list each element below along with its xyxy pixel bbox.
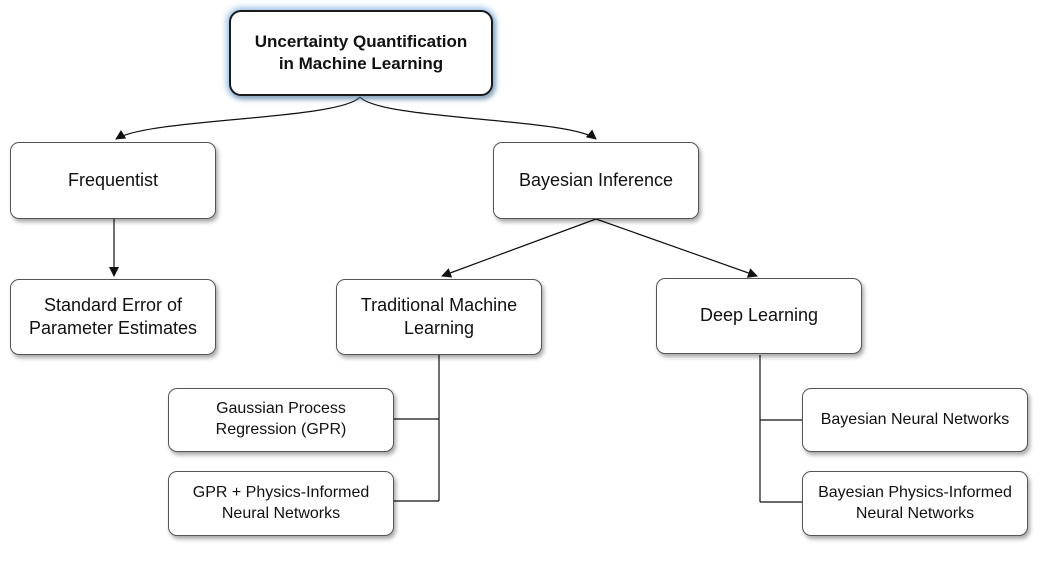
gpr-node: Gaussian Process Regression (GPR)	[168, 388, 394, 452]
arrow-root-to-frequentist	[115, 96, 361, 140]
connector-deep-learning-children	[759, 355, 802, 503]
frequentist-node: Frequentist	[10, 142, 216, 219]
arrow-bayesian-to-deep-learning	[595, 218, 758, 278]
standard-error-node: Standard Error of Parameter Estimates	[10, 279, 216, 355]
bayesian-inference-label: Bayesian Inference	[518, 169, 674, 190]
traditional-ml-node: Traditional Machine Learning	[336, 279, 542, 355]
bayesian-pinn-node: Bayesian Physics-Informed Neural Network…	[802, 471, 1028, 536]
gpr-pinn-node: GPR + Physics-Informed Neural Networks	[168, 471, 394, 536]
deep-learning-label: Deep Learning	[699, 305, 819, 326]
bayesian-neural-networks-node: Bayesian Neural Networks	[802, 388, 1028, 452]
traditional-ml-label: Traditional Machine Learning	[360, 294, 518, 338]
bayesian-neural-networks-label: Bayesian Neural Networks	[820, 410, 1010, 428]
frequentist-label: Frequentist	[67, 169, 159, 190]
root-node: Uncertainty Quantification in Machine Le…	[229, 10, 493, 96]
bayesian-pinn-label: Bayesian Physics-Informed Neural Network…	[818, 483, 1012, 522]
arrow-root-to-bayesian	[359, 96, 597, 140]
gpr-pinn-label: GPR + Physics-Informed Neural Networks	[192, 483, 370, 522]
bayesian-inference-node: Bayesian Inference	[493, 142, 699, 219]
connector-traditional-ml-children	[394, 355, 440, 502]
deep-learning-node: Deep Learning	[656, 278, 862, 354]
root-label: Uncertainty Quantification in Machine Le…	[254, 31, 468, 73]
arrow-bayesian-to-traditional-ml	[441, 218, 597, 278]
standard-error-label: Standard Error of Parameter Estimates	[28, 294, 198, 338]
gpr-label: Gaussian Process Regression (GPR)	[215, 400, 347, 438]
